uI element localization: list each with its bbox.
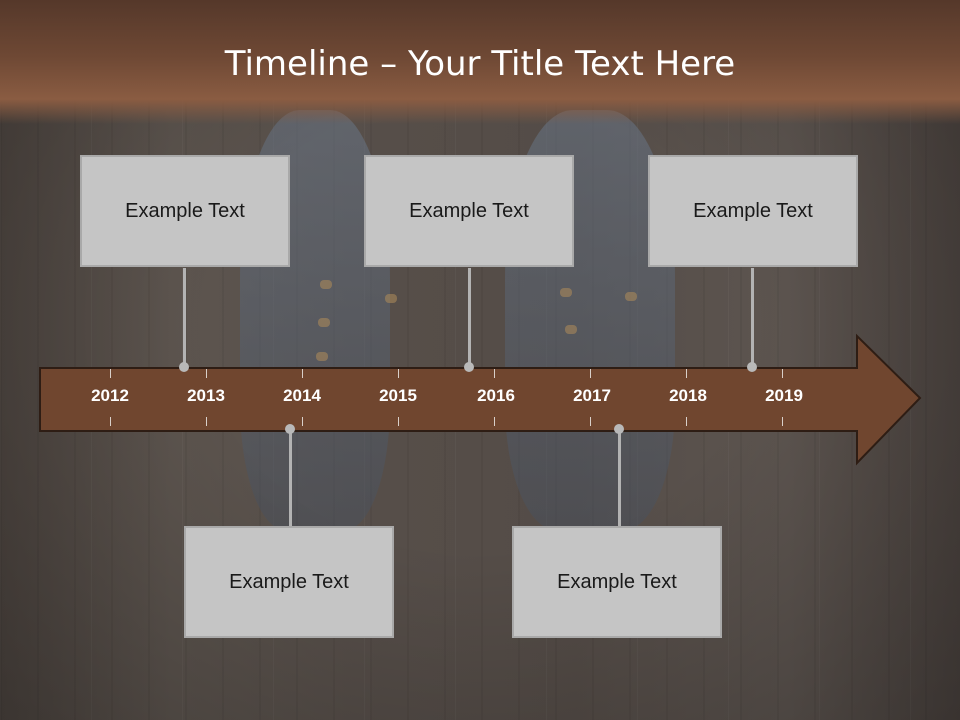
year-tick [398,369,399,378]
connector-top-2 [468,268,471,368]
year-label-2018: 2018 [669,386,707,405]
year-tick [686,369,687,378]
year-label-2019: 2019 [765,386,803,405]
year-tick [590,369,591,378]
year-label-2017: 2017 [573,386,611,405]
event-marker-dot [285,424,295,434]
event-marker-dot [464,362,474,372]
event-box-bottom-2[interactable]: Example Text [512,526,722,638]
year-label-2014: 2014 [283,386,321,405]
year-label-2016: 2016 [477,386,515,405]
timeline-arrow-shape [39,333,922,466]
year-tick [110,369,111,378]
event-box-top-2[interactable]: Example Text [364,155,574,267]
event-box-bottom-1[interactable]: Example Text [184,526,394,638]
event-box-top-3[interactable]: Example Text [648,155,858,267]
connector-top-1 [183,268,186,368]
connector-bottom-1 [289,428,292,528]
year-tick [110,417,111,426]
year-tick [302,417,303,426]
title-banner [0,0,960,124]
year-label-2015: 2015 [379,386,417,405]
year-tick [494,369,495,378]
year-tick [494,417,495,426]
event-box-top-1[interactable]: Example Text [80,155,290,267]
year-label-2013: 2013 [187,386,225,405]
year-tick [590,417,591,426]
year-tick [782,417,783,426]
event-marker-dot [747,362,757,372]
slide-title: Timeline – Your Title Text Here [224,44,736,84]
year-label-2012: 2012 [91,386,129,405]
year-tick [686,417,687,426]
year-tick [206,417,207,426]
year-tick [206,369,207,378]
event-marker-dot [179,362,189,372]
connector-top-3 [751,268,754,368]
year-tick [398,417,399,426]
connector-bottom-2 [618,428,621,528]
year-tick [782,369,783,378]
event-marker-dot [614,424,624,434]
year-tick [302,369,303,378]
